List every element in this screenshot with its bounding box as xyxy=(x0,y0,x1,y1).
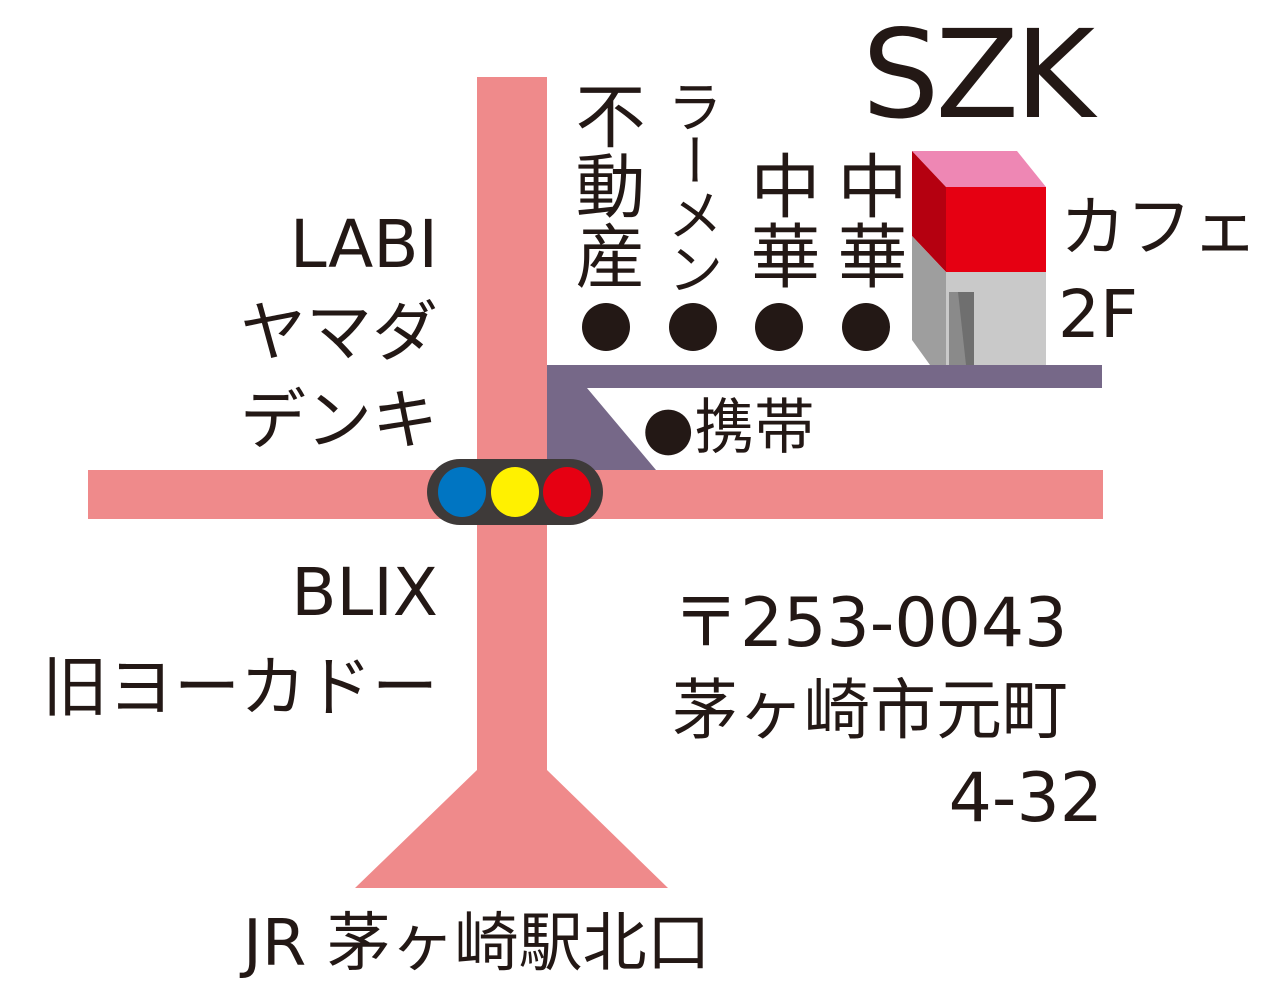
shop-label-chinese-1: 中華 xyxy=(739,150,821,290)
shop-label-realestate: 不動産 xyxy=(564,80,646,290)
traffic-signal-icon xyxy=(427,459,603,525)
map-title: SZK xyxy=(862,4,1095,146)
denki-label: デンキ xyxy=(240,382,438,459)
shop-marker xyxy=(669,303,717,351)
station-label: JR 茅ヶ崎駅北口 xyxy=(243,907,711,981)
station-plaza xyxy=(355,770,668,888)
shop-label-ramen: ラーメン xyxy=(658,78,723,294)
former-yokado-label: 旧ヨーカドー xyxy=(42,649,438,726)
shop-marker xyxy=(755,303,803,351)
vertical-main-road xyxy=(477,77,547,777)
szk-building-icon xyxy=(912,151,1046,365)
labi-label: LABI xyxy=(289,206,438,283)
postal-code: 〒253-0043 xyxy=(672,584,1068,663)
cafe-floor-label: 2F xyxy=(1058,276,1138,353)
address-city: 茅ヶ崎市元町 xyxy=(672,672,1068,749)
side-road xyxy=(547,365,1102,470)
address-number: 4-32 xyxy=(948,759,1103,838)
mobile-shop-label: ●携帯 xyxy=(642,393,815,463)
shop-marker xyxy=(582,303,630,351)
shop-label-chinese-2: 中華 xyxy=(826,150,908,290)
yamada-label: ヤマダ xyxy=(240,294,438,371)
shop-marker xyxy=(842,303,890,351)
blix-label: BLIX xyxy=(291,554,438,631)
cafe-label: カフェ xyxy=(1060,189,1258,266)
